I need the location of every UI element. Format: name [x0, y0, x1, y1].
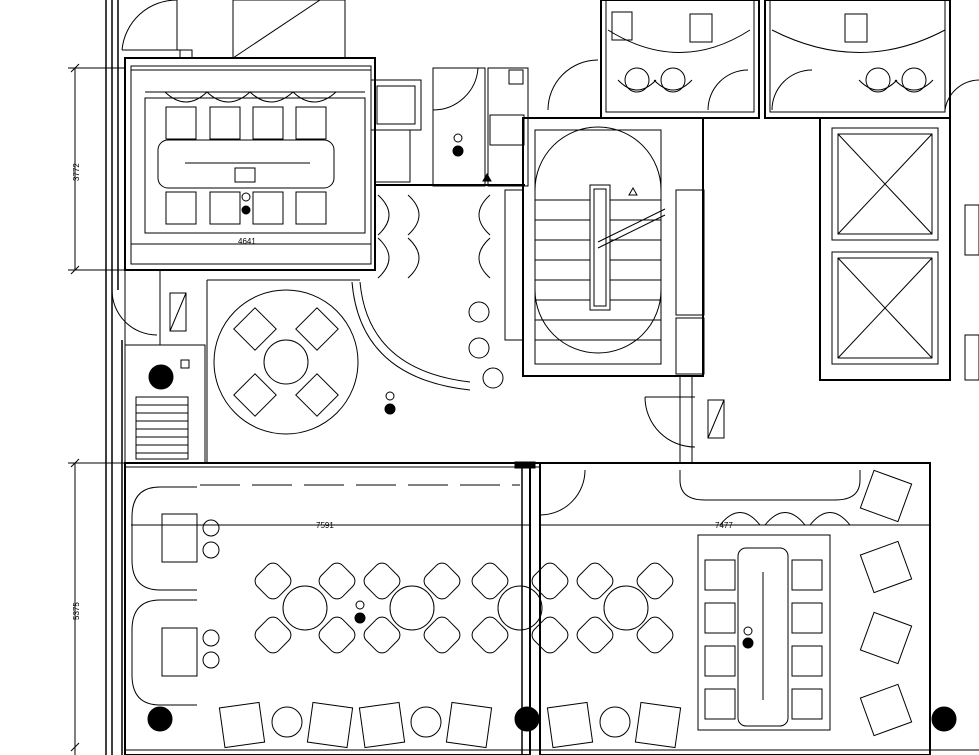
dimension-left-lower: 5375 [68, 458, 125, 755]
dimension-left-upper: 3772 [68, 63, 125, 275]
round-table-lounge [206, 279, 471, 462]
office-top-right [764, 0, 951, 119]
dim-label-7477: 7477 [715, 521, 733, 530]
column-icon [514, 706, 540, 732]
column-icon [931, 706, 957, 732]
column-icon [241, 205, 251, 215]
column-icon [452, 145, 464, 157]
elevator-bank [819, 117, 979, 381]
lower-meeting-area: 7477 [539, 462, 931, 755]
left-service-strip [111, 269, 206, 464]
office-top-left [600, 0, 760, 119]
column-icon [147, 706, 173, 732]
sensor-icon [241, 192, 251, 202]
sensor-icon [385, 391, 395, 401]
cafe-cluster-4 [576, 562, 674, 654]
sensor-icon [453, 133, 463, 143]
top-left-door [121, 0, 346, 59]
dim-label-4641: 4641 [238, 237, 256, 246]
elevator-icon [831, 127, 939, 241]
center-partition [521, 467, 531, 755]
outlet-icon [180, 359, 190, 369]
corridor-doors [377, 194, 504, 389]
cafe-cluster-1 [254, 562, 356, 654]
stair-core [504, 117, 705, 377]
conference-room-top: 4641 [124, 57, 376, 271]
stair-exit-door [644, 376, 725, 462]
lower-lounge: 7591 [124, 462, 531, 755]
elevator-icon [831, 251, 939, 365]
cafe-cluster-3 [471, 562, 569, 654]
sensor-icon [743, 626, 753, 636]
dim-label-3772: 3772 [72, 163, 81, 181]
lower-partition-wall [125, 461, 930, 486]
column-icon [384, 403, 396, 415]
exterior-wall-left [105, 0, 123, 755]
sensor-icon [355, 600, 365, 610]
column-icon [742, 637, 754, 649]
marker-icon [482, 172, 492, 182]
column-icon [354, 612, 366, 624]
dim-label-7591: 7591 [316, 521, 334, 530]
column-icon [148, 364, 174, 390]
utility-rooms [370, 67, 529, 187]
dim-label-5375: 5375 [72, 602, 81, 620]
door-arcs-top [547, 59, 979, 111]
cafe-cluster-2 [363, 562, 461, 654]
